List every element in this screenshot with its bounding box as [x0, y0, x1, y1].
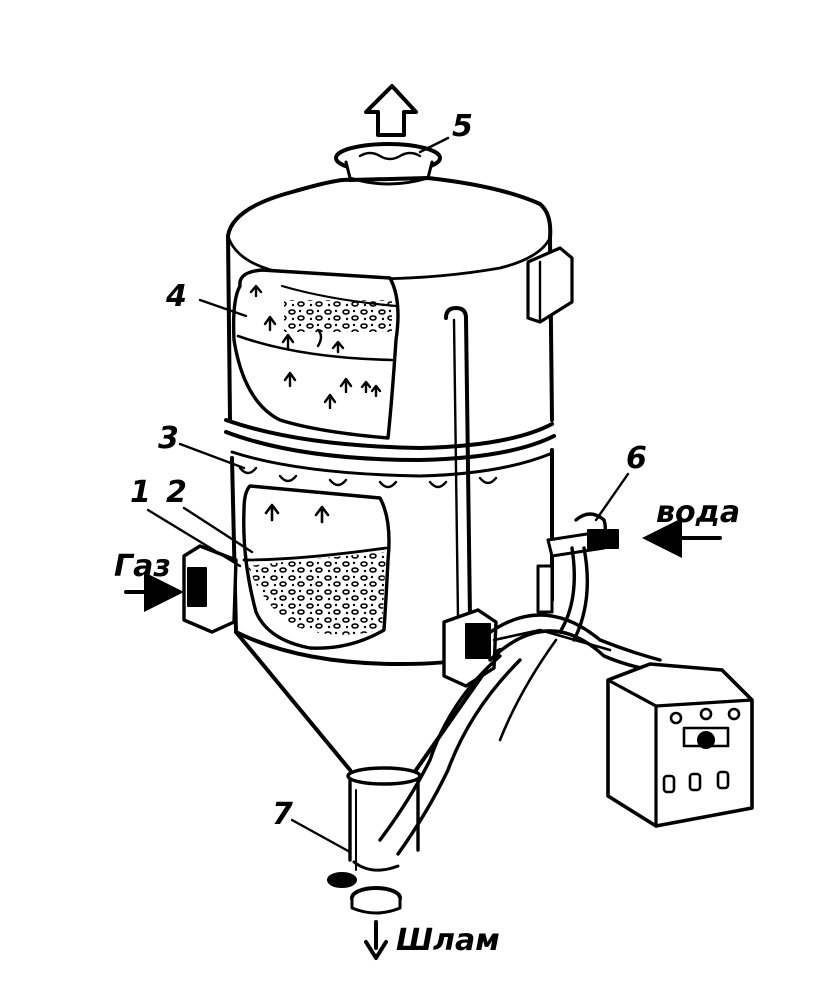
control-box — [606, 662, 754, 828]
vessel-joint-band — [224, 418, 556, 489]
exhaust-arrow — [364, 84, 418, 137]
callout-6: 6 — [626, 441, 647, 476]
water-label: вода — [656, 495, 740, 530]
gas-label: Газ — [114, 549, 171, 584]
callout-4: 4 — [165, 279, 187, 314]
sludge-flow-arrow — [364, 920, 388, 960]
callout-2: 2 — [166, 475, 187, 510]
water-inlet-fitting — [546, 512, 619, 642]
sludge-valve — [327, 860, 402, 915]
callout-3: 3 — [158, 421, 179, 456]
lower-vessel — [182, 448, 554, 666]
sludge-label: Шлам — [396, 923, 500, 958]
callout-leaders — [146, 136, 630, 854]
callout-7: 7 — [272, 797, 293, 832]
internal-standpipe — [442, 306, 498, 688]
callout-5: 5 — [452, 109, 473, 144]
upper-vessel — [226, 176, 574, 440]
callout-1: 1 — [130, 475, 151, 510]
